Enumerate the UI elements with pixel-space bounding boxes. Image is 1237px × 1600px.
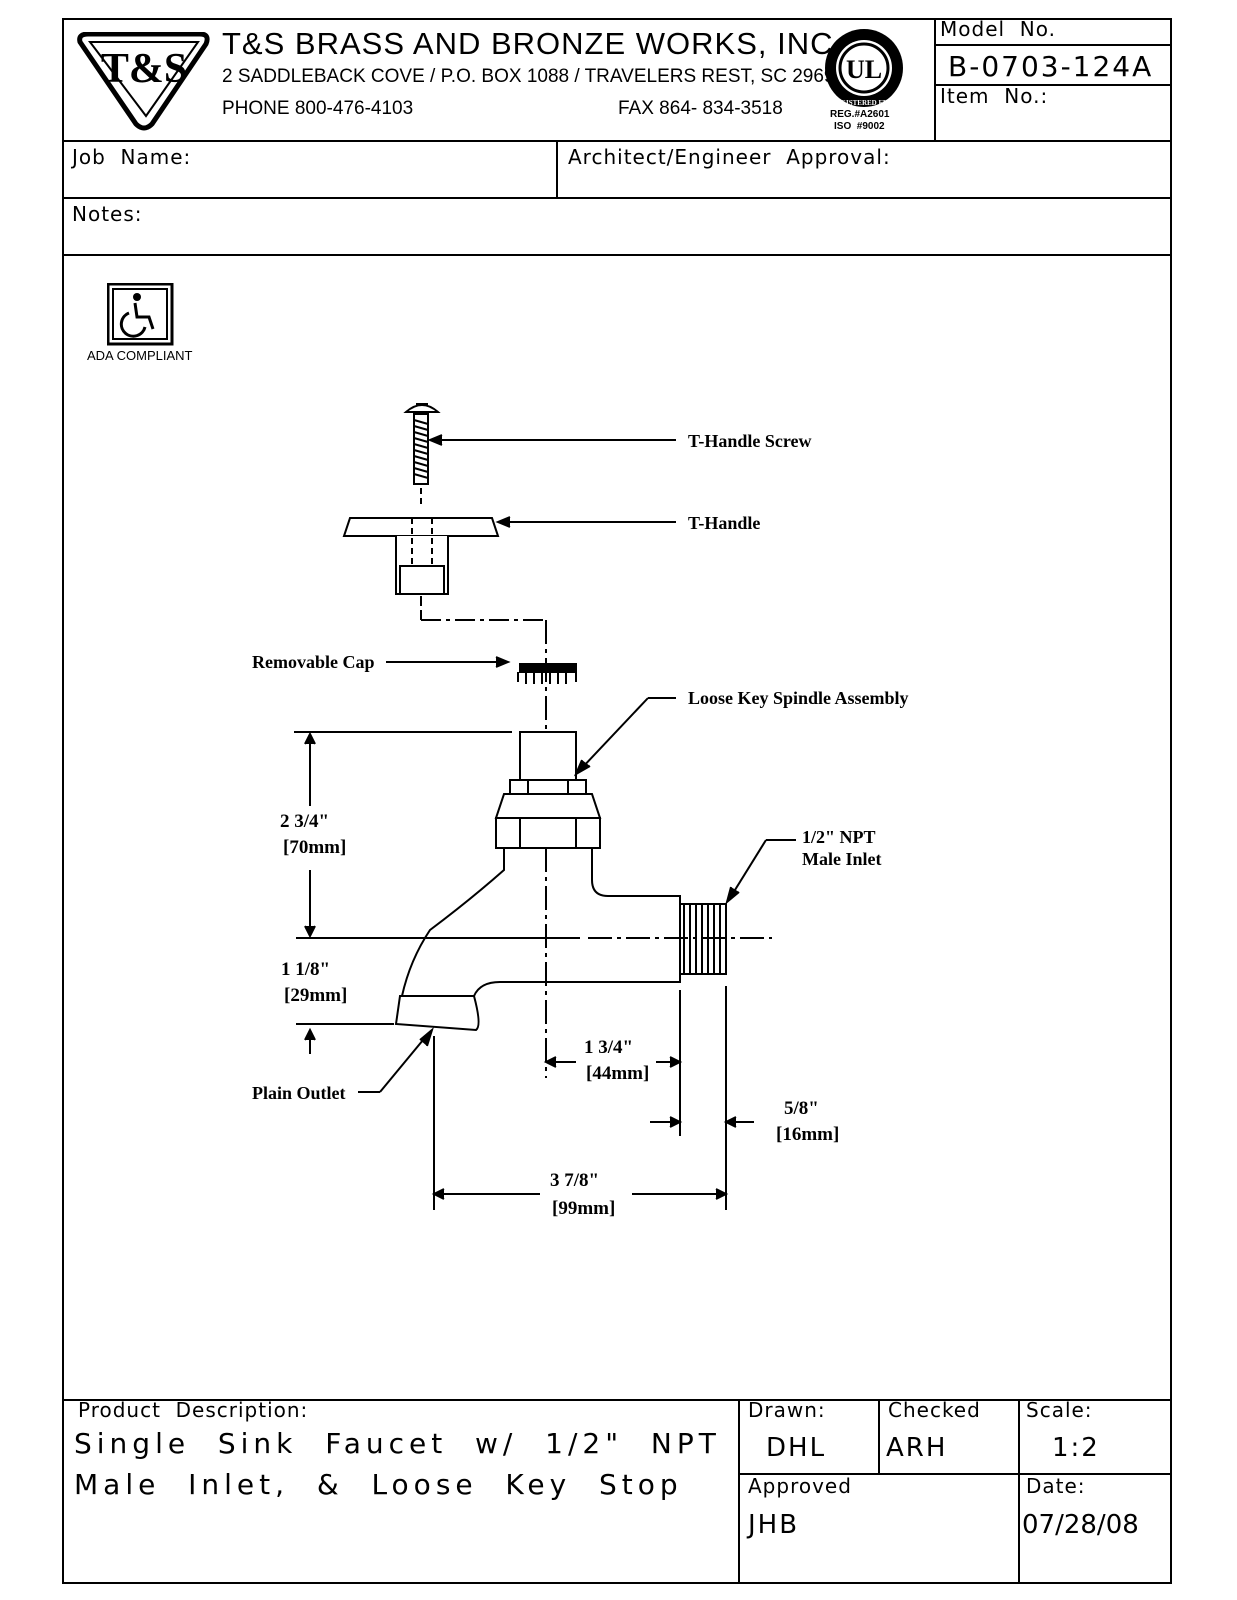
iso-number: ISO #9002 — [834, 121, 885, 132]
ts-logo-text: T&S — [101, 46, 187, 92]
ada-label: ADA COMPLIANT — [87, 348, 193, 363]
drawn-value: DHL — [766, 1433, 827, 1463]
t-handle-shape — [342, 517, 500, 537]
notes-label: Notes: — [72, 202, 143, 226]
model-label-divider — [934, 44, 1172, 46]
dim-total-mm: [99mm] — [552, 1198, 615, 1219]
ul-mark-text: UL — [846, 55, 882, 84]
drawn-label: Drawn: — [748, 1398, 826, 1422]
reg-number: REG.#A2601 — [830, 109, 890, 120]
inlet-label-line2: Male Inlet — [802, 849, 881, 869]
product-description-line1: Single Sink Faucet w/ 1/2" NPT — [74, 1427, 721, 1460]
footer-drawn-checked-divider — [878, 1399, 880, 1475]
ada-wheelchair-icon — [107, 283, 174, 346]
screw-head — [403, 404, 441, 413]
ul-ring-text: REGISTERED FIRM — [831, 99, 898, 107]
ul-registered-mark: UL REGISTERED FIRM — [825, 29, 903, 107]
model-no-value: B-0703-124A — [948, 50, 1154, 83]
t-handle-screw-label: T-Handle Screw — [688, 431, 812, 451]
company-address: 2 SADDLEBACK COVE / P.O. BOX 1088 / TRAV… — [222, 66, 846, 87]
company-name: T&S BRASS AND BRONZE WORKS, INC. — [222, 26, 844, 61]
header-divider — [62, 140, 1172, 142]
inlet-label-line1: 1/2" NPT — [802, 827, 876, 847]
scale-value: 1:2 — [1052, 1433, 1100, 1463]
checked-label: Checked — [888, 1398, 981, 1422]
company-phone: PHONE 800-476-4103 — [222, 98, 414, 119]
loose-key-label: Loose Key Spindle Assembly — [688, 688, 909, 708]
architect-approval-label: Architect/Engineer Approval: — [568, 145, 891, 169]
company-fax: FAX 864- 834-3518 — [618, 98, 783, 119]
dim-total: 3 7/8" — [550, 1170, 599, 1191]
dim-outlet: 1 1/8" — [281, 959, 330, 980]
date-label: Date: — [1026, 1474, 1086, 1498]
job-name-label: Job Name: — [72, 145, 192, 169]
dim-height-mm: [70mm] — [283, 837, 346, 858]
model-no-label: Model No. — [940, 17, 1056, 41]
job-architect-divider — [556, 140, 558, 198]
dim-center: 1 3/4" — [584, 1037, 633, 1058]
drawing-sheet-border — [62, 18, 1172, 1584]
job-row-divider — [62, 197, 1172, 199]
dim-center-mm: [44mm] — [586, 1063, 649, 1084]
dim-height: 2 3/4" — [280, 811, 329, 832]
plain-outlet-label: Plain Outlet — [252, 1083, 346, 1103]
ts-logo: T&S — [77, 32, 210, 131]
dim-thread-mm: [16mm] — [776, 1124, 839, 1145]
approved-label: Approved — [748, 1474, 852, 1498]
footer-checked-scale-divider — [1018, 1399, 1020, 1584]
notes-row-divider — [62, 254, 1172, 256]
t-handle-label: T-Handle — [688, 513, 760, 533]
product-description-line2: Male Inlet, & Loose Key Stop — [74, 1468, 683, 1501]
scale-label: Scale: — [1026, 1398, 1093, 1422]
dim-outlet-mm: [29mm] — [284, 985, 347, 1006]
removable-cap-label: Removable Cap — [252, 652, 375, 672]
approved-value: JHB — [748, 1510, 800, 1540]
item-no-label: Item No.: — [940, 84, 1049, 108]
model-box-divider — [934, 18, 936, 142]
footer-row-divider — [738, 1473, 1172, 1475]
date-value: 07/28/08 — [1022, 1510, 1139, 1540]
footer-divider — [62, 1399, 1172, 1401]
product-description-label: Product Description: — [78, 1398, 309, 1422]
footer-desc-divider — [738, 1399, 740, 1584]
dim-thread: 5/8" — [784, 1098, 819, 1119]
item-label-divider — [934, 84, 1172, 86]
checked-value: ARH — [886, 1433, 948, 1463]
